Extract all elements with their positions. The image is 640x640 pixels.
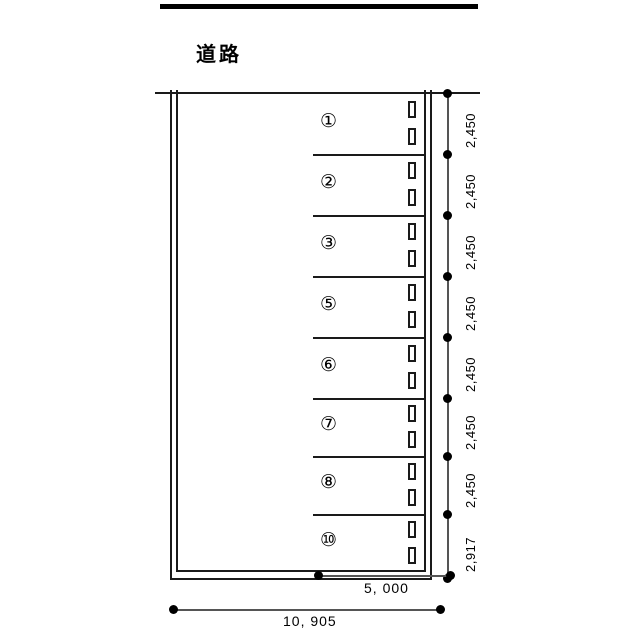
- car-stopper: [408, 161, 416, 179]
- car-stopper: [408, 405, 416, 423]
- stall-divider: [313, 154, 426, 156]
- dimension-endpoint-dot: [443, 452, 452, 461]
- top-rule: [160, 4, 478, 9]
- dimension-endpoint-dot: [443, 150, 452, 159]
- car-stopper: [408, 521, 416, 539]
- car-stopper: [408, 430, 416, 448]
- dimension-endpoint-dot: [443, 211, 452, 220]
- car-stopper: [408, 249, 416, 267]
- car-stopper: [408, 310, 416, 328]
- car-stopper: [408, 188, 416, 206]
- stall-divider: [313, 215, 426, 217]
- car-stopper: [408, 371, 416, 389]
- vertical-dimension-label: 2,450: [463, 173, 478, 209]
- stall-number-7: ⑧: [320, 471, 338, 493]
- car-stopper: [408, 546, 416, 564]
- dimension-endpoint-dot: [436, 605, 445, 614]
- dimension-endpoint-dot: [443, 333, 452, 342]
- stall-number-3: ③: [320, 231, 338, 254]
- vertical-dimension-label: 2,450: [463, 295, 478, 331]
- car-stopper: [408, 344, 416, 362]
- dimension-endpoint-dot: [443, 510, 452, 519]
- stall-number-8: ⑩: [320, 529, 338, 551]
- stall-divider: [313, 276, 426, 278]
- stall-divider: [313, 514, 426, 516]
- stall-number-4: ⑤: [320, 292, 338, 315]
- car-stopper: [408, 463, 416, 481]
- vertical-dimension-label: 2,450: [463, 472, 478, 508]
- dimension-endpoint-dot: [443, 394, 452, 403]
- dimension-endpoint-dot: [446, 571, 455, 580]
- car-stopper: [408, 283, 416, 301]
- dimension-endpoint-dot: [314, 571, 323, 580]
- site-outline-inner: [176, 90, 426, 572]
- car-stopper: [408, 127, 416, 145]
- width-5000-line: [318, 575, 450, 577]
- dimension-endpoint-dot: [169, 605, 178, 614]
- vertical-dimension-label: 2,450: [463, 234, 478, 270]
- stall-number-2: ②: [320, 170, 338, 193]
- stall-divider: [313, 337, 426, 339]
- car-stopper: [408, 100, 416, 118]
- site-outline-outer: [170, 90, 432, 580]
- car-stopper: [408, 222, 416, 240]
- car-stopper: [408, 488, 416, 506]
- stall-number-5: ⑥: [320, 353, 338, 376]
- stall-divider: [313, 456, 426, 458]
- vertical-dimension-label: 2,450: [463, 356, 478, 392]
- width-10905-label: 10, 905: [283, 613, 337, 629]
- dimension-endpoint-dot: [443, 89, 452, 98]
- stall-number-6: ⑦: [320, 413, 338, 435]
- road-label: 道路: [196, 44, 242, 66]
- stall-number-1: ①: [320, 109, 338, 132]
- dimension-endpoint-dot: [443, 272, 452, 281]
- vertical-dimension-label: 2,917: [463, 536, 478, 572]
- width-5000-label: 5, 000: [364, 580, 409, 596]
- vertical-dimension-label: 2,450: [463, 414, 478, 450]
- width-10905-line: [173, 609, 440, 611]
- vertical-dimension-label: 2,450: [463, 112, 478, 148]
- stall-divider: [313, 398, 426, 400]
- road-boundary-line: [155, 92, 480, 94]
